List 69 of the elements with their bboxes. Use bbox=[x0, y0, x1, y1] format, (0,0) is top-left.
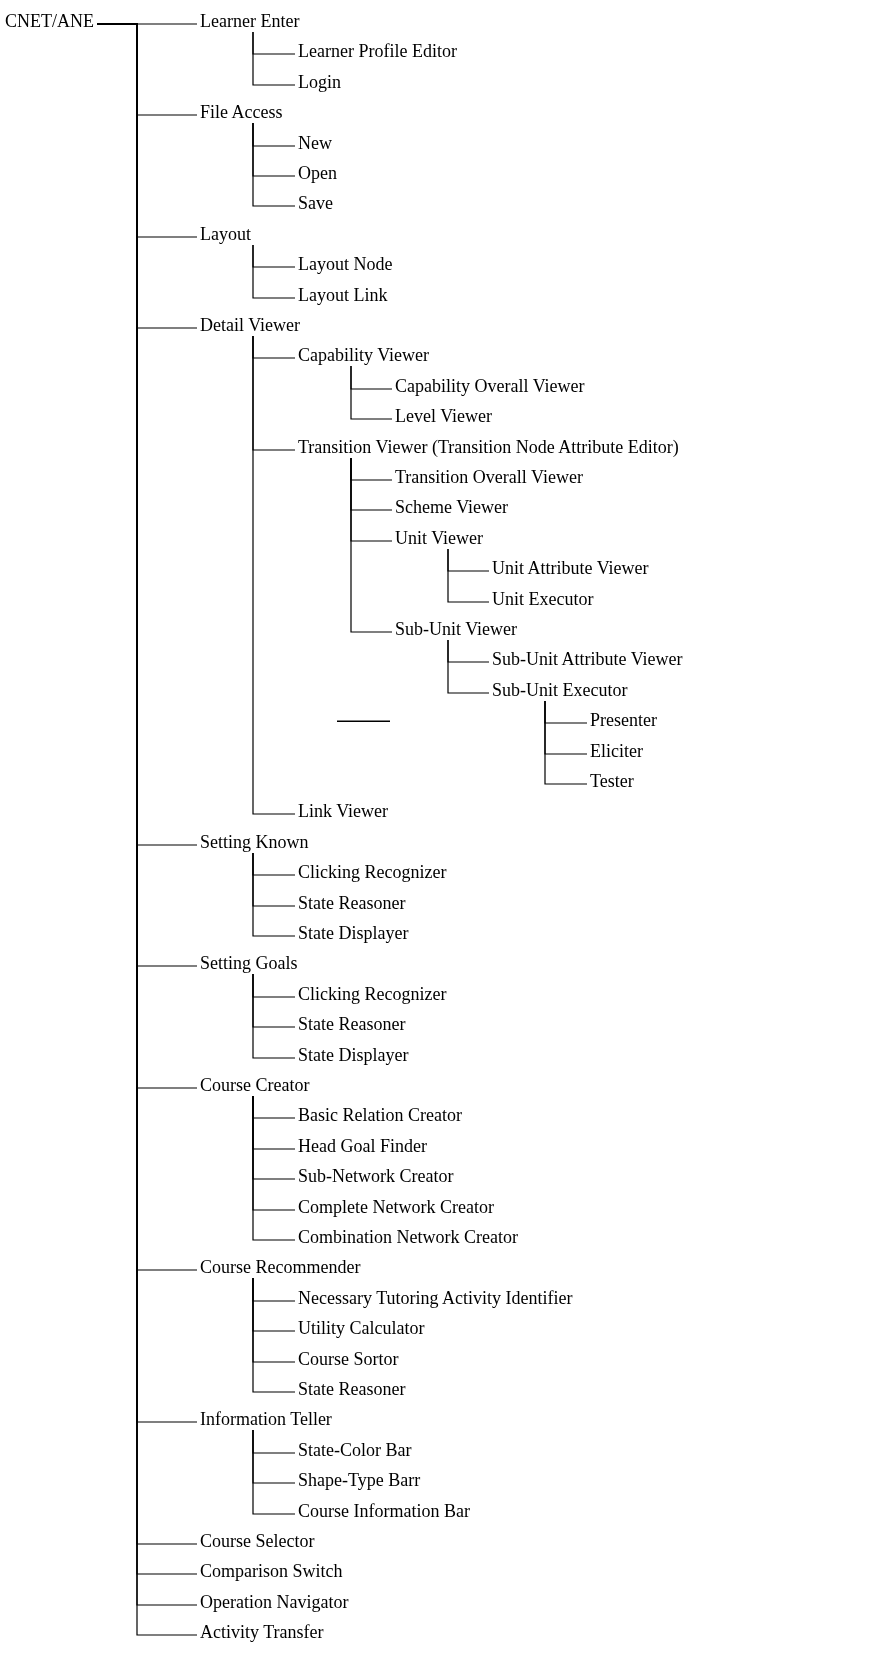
node-label: Shape-Type Barr bbox=[298, 1470, 421, 1491]
node-label: Detail Viewer bbox=[200, 315, 301, 335]
node-label: Transition Overall Viewer bbox=[395, 467, 583, 487]
node-label: Learner Enter bbox=[200, 11, 300, 31]
node-label: Course Creator bbox=[200, 1075, 310, 1095]
node-label: Complete Network Creator bbox=[298, 1196, 494, 1217]
node-label: Open bbox=[298, 163, 337, 183]
node-label: Sub-Unit Attribute Viewer bbox=[492, 649, 683, 670]
node-label: Capability Viewer bbox=[298, 345, 430, 366]
node-label: Transition Viewer (Transition Node Attribute Editor) bbox=[298, 436, 679, 457]
tree-connector bbox=[252, 1429, 296, 1515]
node-label: Presenter bbox=[590, 710, 657, 731]
node-label: Unit Attribute Viewer bbox=[492, 558, 649, 579]
node-label: Clicking Recognizer bbox=[298, 862, 447, 883]
node-label: Course Sortor bbox=[298, 1348, 399, 1369]
tree-connector bbox=[350, 365, 393, 420]
node-label: Clicking Recognizer bbox=[298, 983, 447, 1004]
node-label: Combination Network Creator bbox=[298, 1227, 518, 1247]
node-label: Scheme Viewer bbox=[395, 497, 509, 518]
node-label: State-Color Bar bbox=[298, 1439, 412, 1460]
tree-connector bbox=[350, 457, 393, 633]
node-label: Unit Executor bbox=[492, 588, 594, 609]
node-label: Save bbox=[298, 193, 333, 214]
node-label: CNET/ANE bbox=[5, 11, 94, 31]
node-label: Activity Transfer bbox=[200, 1622, 324, 1643]
tree-connector bbox=[447, 639, 490, 694]
tree-connector bbox=[252, 244, 296, 299]
node-label: Course Selector bbox=[200, 1531, 315, 1551]
tree-connector bbox=[544, 700, 588, 785]
node-label: File Access bbox=[200, 102, 283, 123]
node-label: Course Information Bar bbox=[298, 1500, 470, 1521]
node-label: Eliciter bbox=[590, 740, 643, 761]
node-label: Unit Viewer bbox=[395, 527, 484, 548]
node-label: Necessary Tutoring Activity Identifier bbox=[298, 1287, 573, 1308]
node-label: Setting Known bbox=[200, 831, 309, 852]
tree-connector bbox=[252, 1095, 296, 1241]
node-label: Tester bbox=[590, 771, 634, 791]
tree-connector bbox=[252, 335, 296, 815]
tree-connector bbox=[252, 31, 296, 86]
node-label: New bbox=[298, 132, 332, 153]
node-label: Basic Relation Creator bbox=[298, 1105, 462, 1126]
node-label: Link Viewer bbox=[298, 801, 389, 822]
node-label: State Reasoner bbox=[298, 1014, 406, 1035]
node-label: State Reasoner bbox=[298, 892, 406, 913]
node-label: State Displayer bbox=[298, 1044, 409, 1065]
node-label: Setting Goals bbox=[200, 953, 298, 974]
node-label: Sub-Unit Viewer bbox=[395, 619, 518, 639]
node-label: State Displayer bbox=[298, 923, 409, 943]
node-label: Operation Navigator bbox=[200, 1591, 349, 1612]
tree-connector bbox=[252, 973, 296, 1059]
node-label: Information Teller bbox=[200, 1409, 332, 1430]
node-label: Layout Node bbox=[298, 254, 393, 275]
node-label: Learner Profile Editor bbox=[298, 41, 457, 62]
tree-connector bbox=[252, 122, 296, 207]
node-label: Sub-Network Creator bbox=[298, 1166, 454, 1187]
node-label: Utility Calculator bbox=[298, 1318, 425, 1339]
node-label: Capability Overall Viewer bbox=[395, 375, 585, 396]
tree-connector bbox=[447, 548, 490, 603]
node-label: Login bbox=[298, 71, 341, 92]
node-label: Layout bbox=[200, 223, 251, 244]
tree-connector bbox=[252, 1277, 296, 1393]
node-label: Level Viewer bbox=[395, 406, 493, 427]
node-label: Layout Link bbox=[298, 284, 388, 305]
node-label: Comparison Switch bbox=[200, 1561, 343, 1582]
node-label: Course Recommender bbox=[200, 1257, 361, 1278]
node-label: Sub-Unit Executor bbox=[492, 679, 628, 700]
node-label: State Reasoner bbox=[298, 1379, 406, 1399]
node-label: Head Goal Finder bbox=[298, 1135, 427, 1156]
tree-connector bbox=[252, 852, 296, 937]
